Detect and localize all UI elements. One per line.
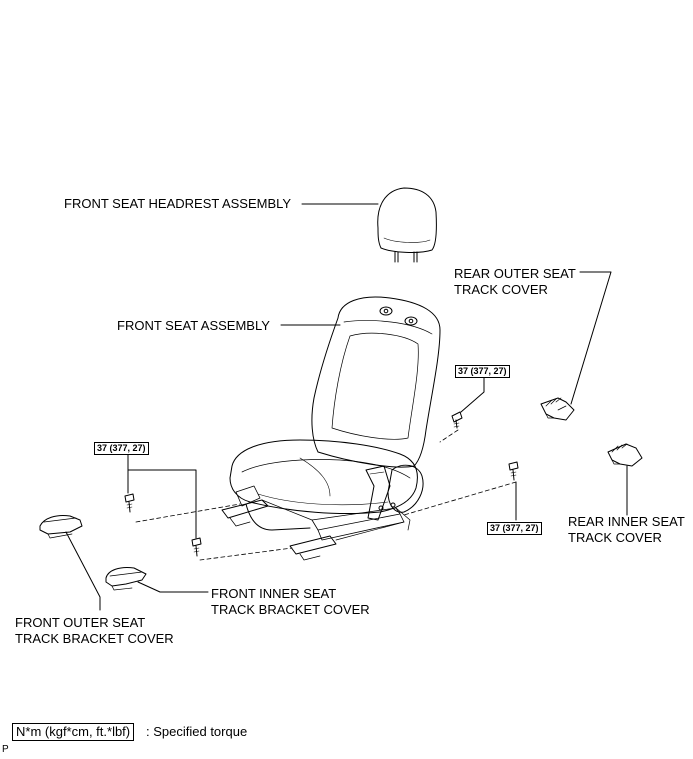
- headrest-drawing: [377, 187, 437, 263]
- label-rear-inner-line2: TRACK COVER: [568, 530, 662, 545]
- bolt-right-lower: [508, 461, 519, 481]
- label-rear-outer-line1: REAR OUTER SEAT: [454, 266, 576, 281]
- seat-drawing: [221, 296, 441, 561]
- label-front-inner-line1: FRONT INNER SEAT: [211, 586, 337, 601]
- rear-inner-cover-drawing: [607, 443, 643, 467]
- label-front-outer: FRONT OUTER SEAT TRACK BRACKET COVER: [15, 615, 174, 647]
- torque-leader-right-upper: [460, 377, 485, 413]
- label-front-outer-line1: FRONT OUTER SEAT: [15, 615, 146, 630]
- legend-unit-box: N*m (kgf*cm, ft.*lbf): [12, 723, 135, 741]
- rear-outer-leader: [570, 271, 612, 405]
- label-headrest-text: FRONT SEAT HEADREST ASSEMBLY: [64, 196, 292, 211]
- label-front-inner: FRONT INNER SEAT TRACK BRACKET COVER: [211, 586, 370, 618]
- front-inner-leader: [137, 581, 209, 593]
- torque-box-right-lower: 37 (377, 27): [487, 522, 542, 535]
- torque-box-left: 37 (377, 27): [94, 442, 149, 455]
- label-rear-outer-line2: TRACK COVER: [454, 282, 548, 297]
- torque-box-right-upper: 37 (377, 27): [455, 365, 510, 378]
- label-seat-assembly: FRONT SEAT ASSEMBLY: [117, 318, 270, 334]
- label-rear-inner-line1: REAR INNER SEAT: [568, 514, 685, 529]
- corner-code: P: [2, 744, 9, 755]
- bolt-paths: [135, 429, 517, 561]
- legend-description: : Specified torque: [146, 724, 248, 739]
- label-headrest: FRONT SEAT HEADREST ASSEMBLY: [64, 196, 291, 212]
- front-inner-cover-drawing: [105, 567, 147, 591]
- bolt-left-upper: [124, 493, 135, 513]
- label-front-inner-line2: TRACK BRACKET COVER: [211, 602, 370, 617]
- label-front-outer-line2: TRACK BRACKET COVER: [15, 631, 174, 646]
- bolt-right-upper: [451, 411, 463, 429]
- label-rear-inner: REAR INNER SEAT TRACK COVER: [568, 514, 685, 546]
- label-rear-outer: REAR OUTER SEAT TRACK COVER: [454, 266, 576, 298]
- torque-leader-left-b: [127, 469, 197, 539]
- label-seat-assembly-text: FRONT SEAT ASSEMBLY: [117, 318, 270, 333]
- front-outer-leader: [65, 531, 101, 611]
- rear-outer-cover-drawing: [540, 397, 575, 421]
- front-outer-cover-drawing: [39, 515, 83, 539]
- bolt-left-lower: [191, 537, 202, 557]
